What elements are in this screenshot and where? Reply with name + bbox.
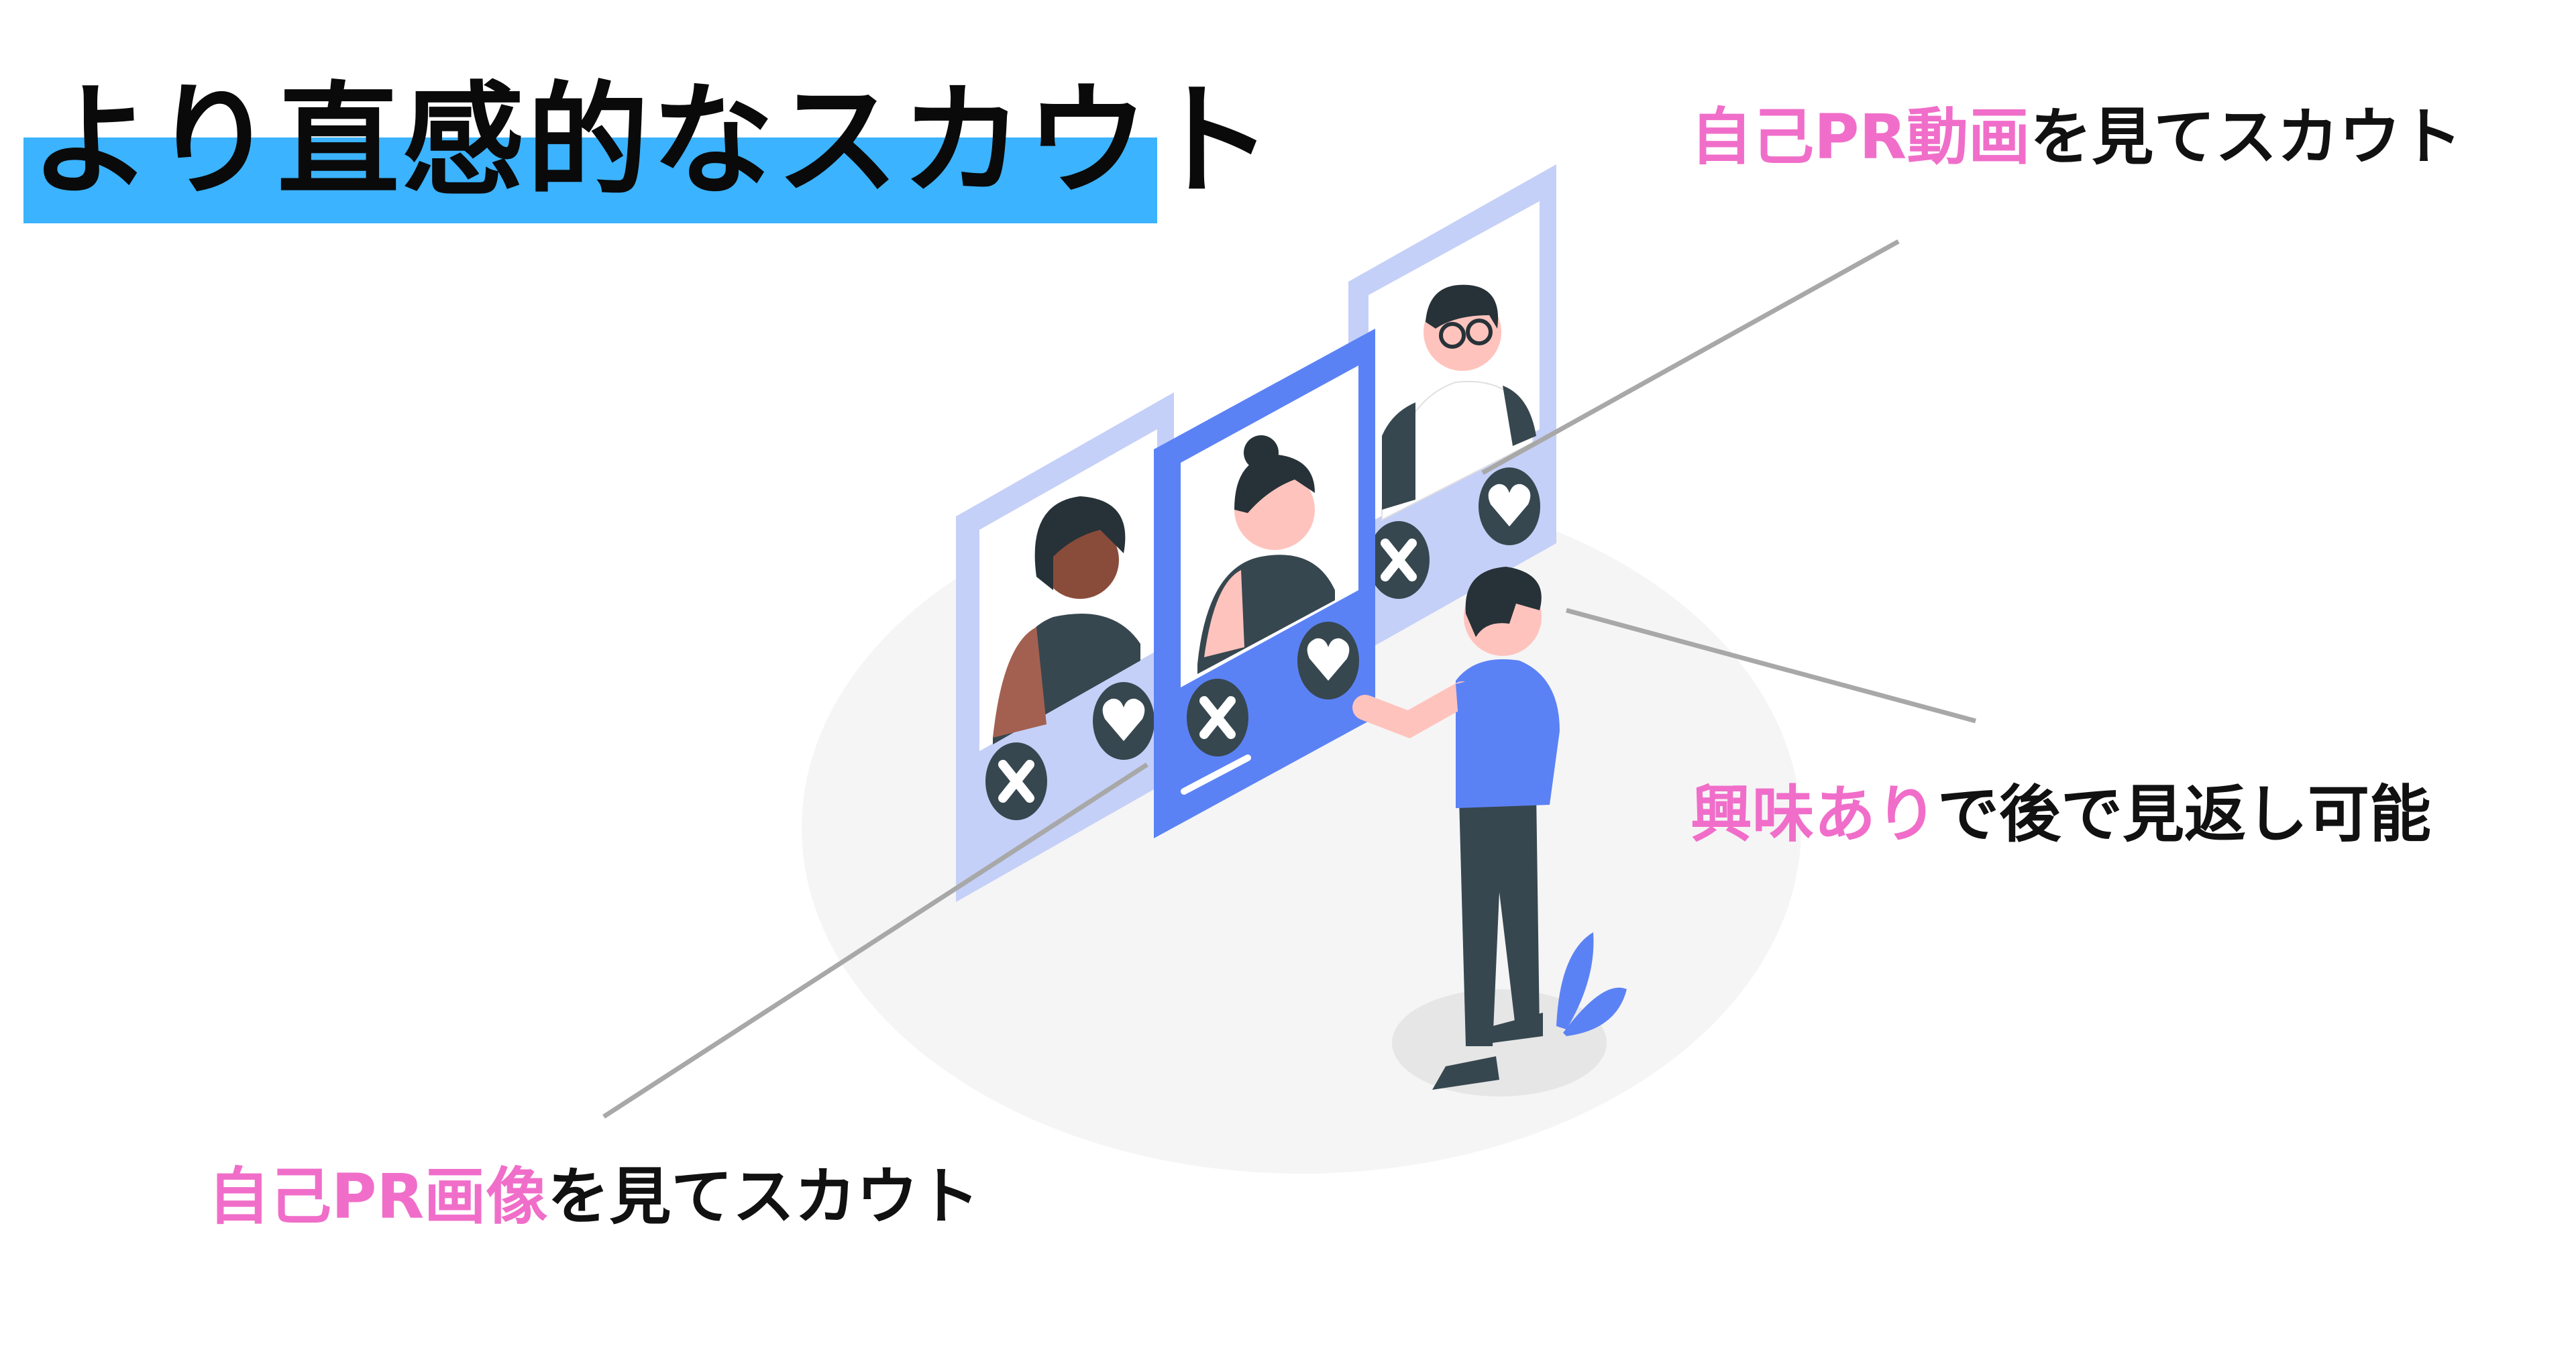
title-highlight-bar [23,137,1157,223]
caption-video-highlight: 自己PR動画 [1690,101,2031,173]
profile-card-center [1154,329,1375,838]
page-title: より直感的なスカウト [30,70,1276,212]
person-figure [1352,567,1560,1090]
heart-icon [1479,467,1540,545]
title-block: より直感的なスカウト [23,67,1273,228]
x-icon [1187,679,1248,756]
caption-image-scout: 自己PR画像を見てスカウト [208,1160,979,1234]
caption-interest: 興味ありで後で見返し可能 [1690,778,2431,852]
pointer-line-bottom [602,763,1148,1119]
caption-image-rest: を見てスカウト [547,1161,980,1233]
caption-video-scout: 自己PR動画を見てスカウト [1690,101,2462,174]
plant-decoration [1556,932,1627,1036]
x-icon [985,742,1047,820]
caption-video-rest: を見てスカウト [2030,101,2463,173]
profile-card-right [1348,164,1556,661]
pointer-line-middle [1566,608,1976,724]
heart-icon [1297,622,1359,699]
caption-image-highlight: 自己PR画像 [208,1161,548,1233]
heart-icon [1093,682,1155,760]
profile-card-left [956,392,1174,902]
x-icon [1368,521,1430,599]
caption-interest-rest: で後で見返し可能 [1937,779,2432,850]
pointer-line-top [1481,239,1900,475]
caption-interest-highlight: 興味あり [1690,779,1938,850]
